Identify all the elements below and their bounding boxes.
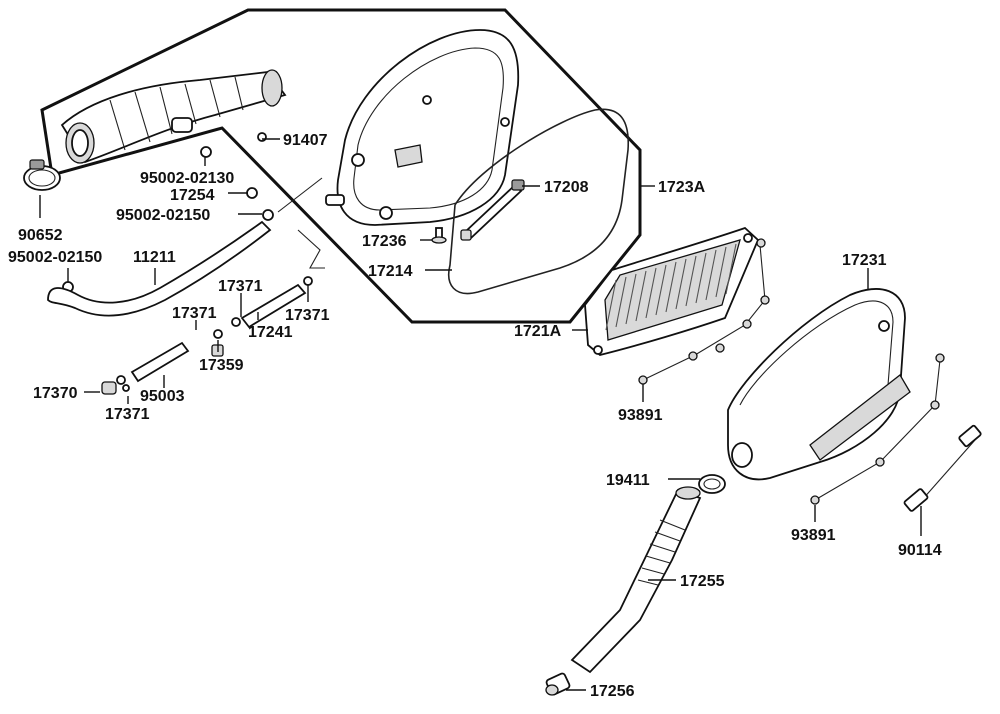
part-label-95003: 95003 <box>140 388 185 405</box>
part-label-17255: 17255 <box>680 573 725 590</box>
part-label-91407: 91407 <box>283 132 328 149</box>
part-label-1721A: 1721A <box>514 323 562 340</box>
part-label-17371-c: 17371 <box>172 305 217 322</box>
part-label-17256: 17256 <box>590 683 635 700</box>
part-label-95002-02150-b: 95002-02150 <box>8 249 102 266</box>
part-label-17371-d: 17371 <box>105 406 150 423</box>
air-cleaner-case <box>325 29 520 226</box>
part-label-17370: 17370 <box>33 385 78 402</box>
part-label-19411: 19411 <box>606 472 650 489</box>
leader-dashes <box>277 177 325 269</box>
hose-clamp-90652 <box>23 159 61 191</box>
intake-duct <box>60 69 287 164</box>
part-label-95002-02150-a: 95002-02150 <box>116 207 210 224</box>
screws-93891-right <box>810 353 945 505</box>
part-label-11211: 11211 <box>133 249 176 266</box>
clamp-19411 <box>698 474 726 494</box>
screws-93891-left <box>638 238 770 385</box>
part-label-17214: 17214 <box>368 263 413 280</box>
leader-lines <box>39 138 922 691</box>
breather-hose-11211 <box>47 220 272 317</box>
part-label-17231: 17231 <box>842 252 887 269</box>
drain-tube-17208 <box>460 179 525 241</box>
part-label-90652: 90652 <box>18 227 63 244</box>
part-label-93891-a: 93891 <box>618 407 663 424</box>
part-label-17359: 17359 <box>199 357 244 374</box>
air-cleaner-case-17231 <box>727 288 911 481</box>
breather-pipe-95003 <box>101 329 224 395</box>
part-label-17208: 17208 <box>544 179 589 196</box>
part-labels: 90652 91407 95002-02130 17254 95002-0215… <box>8 132 942 700</box>
connecting-tube-17255 <box>570 486 702 674</box>
part-label-93891-b: 93891 <box>791 527 836 544</box>
part-label-1723A: 1723A <box>658 179 706 196</box>
tube-end-17256 <box>545 672 571 696</box>
gasket-17214 <box>448 108 630 295</box>
part-label-95002-02130: 95002-02130 <box>140 170 234 187</box>
bolt-90114 <box>903 424 982 512</box>
filter-element-1721A <box>584 226 760 356</box>
part-label-17236: 17236 <box>362 233 407 250</box>
part-label-17241: 17241 <box>248 324 293 341</box>
plug-17236 <box>431 227 447 244</box>
part-label-17254: 17254 <box>170 187 215 204</box>
part-label-17371-b: 17371 <box>285 307 330 324</box>
part-label-90114: 90114 <box>898 542 942 559</box>
part-label-17371-a: 17371 <box>218 278 263 295</box>
